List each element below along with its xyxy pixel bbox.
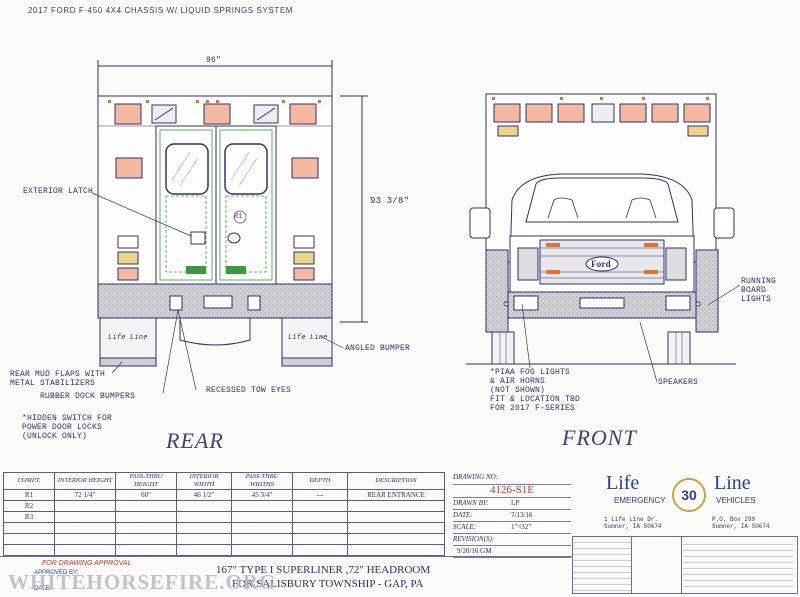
table-cell: 60"	[115, 489, 177, 501]
table-header: COMPT.	[3, 472, 55, 490]
callout-angled-bumper: ANGLED BUMPER	[345, 344, 411, 353]
title-block-footer: FOR DRAWING APPROVAL APPROVED BY: DATE: …	[0, 556, 800, 596]
rear-upper-light-center	[203, 103, 231, 125]
date-label: DATE:	[453, 511, 473, 519]
table-cell: 72 1/4"	[54, 489, 116, 501]
rear-upper-light-right	[289, 103, 317, 125]
table-cell: 46 1/2"	[176, 489, 232, 501]
ambulance-drawings	[91, 60, 741, 394]
footer-customer-line: FOR SALISBURY TOWNSHIP - GAP, PA	[232, 578, 424, 590]
table-row: R1 72 1/4" 60" 46 1/2" 45 3/4" --- REAR …	[3, 489, 445, 501]
callout-tow-eyes: RECESSED TOW EYES	[206, 386, 292, 395]
callout-mud-flaps-line1: REAR MUD FLAPS WITH	[10, 370, 106, 379]
callout-fog-lights-line3: (NOT SHOWN)	[490, 386, 546, 395]
approved-by-label: APPROVED BY:	[34, 570, 79, 576]
rear-width-dimension: 96"	[206, 56, 222, 65]
drawing-info-block: DRAWING NO: 4126-S1E DRAWN BY: LP DATE: 7/…	[453, 472, 571, 558]
callout-mud-flaps-line2: METAL STABILIZERS	[10, 379, 96, 388]
footer-vehicle-line: 167" TYPE I SUPERLINER ,72" HEADROOM	[216, 564, 431, 576]
rear-view-label: REAR	[166, 428, 224, 453]
table-header: DESCRIPTION	[347, 472, 445, 490]
approval-note: FOR DRAWING APPROVAL	[42, 560, 132, 567]
date-value: 7/13/16	[511, 511, 533, 519]
drawing-no-label: DRAWING NO:	[453, 473, 499, 481]
rear-mudflap-left	[99, 317, 157, 363]
anniversary-badge: 30	[672, 478, 706, 512]
callout-fog-lights-line5: FOR 2017 F-SERIES	[490, 404, 576, 413]
mudflap-logo-right: Life Line	[288, 334, 328, 342]
table-row: R2	[3, 500, 445, 512]
mirror-right	[713, 207, 735, 239]
callout-speakers: SPEAKERS	[658, 378, 699, 387]
revisions-value: 9/20/16 GM	[457, 547, 492, 555]
table-header: DEPTH	[292, 472, 348, 490]
callout-exterior-latch: EXTERIOR LATCH	[23, 187, 94, 196]
address-right-line1: P.O. Box 299	[712, 516, 756, 523]
drawing-title: 2017 FORD F-450 4X4 CHASSIS W/ LIQUID SP…	[28, 6, 294, 15]
drawn-by-value: LP	[511, 499, 520, 507]
compartment-r1-marker: R1	[234, 213, 243, 221]
drawn-by-label: DRAWN BY:	[453, 499, 489, 507]
callout-fog-lights-line2: & AIR HORNS	[490, 377, 546, 386]
company-name-right: Line	[714, 472, 751, 494]
compartment-spec-table: COMPT. INTERIOR HEIGHT PASS-THRU HEIGHT …	[3, 472, 445, 556]
rear-clearance-lights	[108, 100, 321, 103]
tire-right	[667, 331, 691, 365]
callout-running-lights-line3: LIGHTS	[741, 295, 772, 304]
callout-running-lights-line1: RUNNING	[741, 277, 777, 286]
company-logo-block: Life Line EMERGENCY VEHICLES 30 1 Life L…	[576, 468, 796, 536]
table-header-row: COMPT. INTERIOR HEIGHT PASS-THRU HEIGHT …	[3, 472, 445, 490]
table-header: PASS-THRU HEIGHT	[115, 472, 177, 490]
address-right-line2: Sumner, IA 50674	[712, 523, 770, 530]
front-view	[466, 93, 741, 383]
table-cell: R2	[3, 500, 55, 512]
address-left-line2: Sumner, IA 50674	[604, 523, 662, 530]
callout-fog-lights-line4: FIT & LOCATION TBD	[490, 395, 581, 404]
table-cell: R1	[3, 489, 55, 501]
table-header: PASS-THRU WIDTHS	[231, 472, 293, 490]
callout-dock-bumpers: RUBBER DOCK BUMPERS	[40, 392, 136, 401]
table-header: INTERIOR HEIGHT	[54, 472, 116, 490]
revisions-label: REVISION(S):	[453, 535, 495, 543]
scale-value: 1"=32"	[511, 523, 532, 531]
callout-hidden-switch-line3: (UNLOCK ONLY)	[22, 432, 88, 441]
watermark: WHITEHORSEFIRE.ORG	[8, 570, 277, 594]
callout-hidden-switch-line2: POWER DOOR LOCKS	[22, 423, 103, 432]
callout-running-lights-line2: BOARD	[741, 286, 767, 295]
front-view-label: FRONT	[562, 425, 637, 450]
table-cell: ---	[292, 489, 348, 501]
drawing-no-value: 4126-S1E	[453, 485, 571, 498]
front-light-bar	[493, 103, 711, 137]
company-name-left: Life	[606, 472, 640, 494]
disclaimer-box	[572, 536, 798, 594]
table-cell: R3	[3, 511, 55, 523]
scale-label: SCALE:	[453, 523, 476, 531]
ford-badge-text: Ford	[591, 259, 611, 269]
mudflap-logo-left: Life Line	[108, 334, 148, 342]
table-cell: 45 3/4"	[231, 489, 293, 501]
company-sub-right: VEHICLES	[716, 496, 756, 505]
address-left-line1: 1 Life Line Dr.	[604, 516, 659, 523]
company-sub-left: EMERGENCY	[614, 496, 666, 505]
table-cell: REAR ENTRANCE	[347, 489, 445, 501]
mirror-left	[469, 207, 491, 239]
table-row: R3	[3, 511, 445, 523]
rear-mudflap-right	[281, 317, 333, 363]
approval-date-label: DATE:	[34, 586, 52, 592]
rear-view	[91, 60, 368, 394]
rear-height-dimension: 93 3/8"	[370, 196, 410, 206]
exterior-latch	[190, 231, 206, 245]
callout-fog-lights-line1: *PIAA FOG LIGHTS	[490, 368, 571, 377]
callout-hidden-switch-line1: *HIDDEN SWITCH FOR	[22, 414, 113, 423]
ford-badge	[585, 256, 619, 272]
rear-upper-light-left	[114, 103, 142, 125]
table-header: INTERIOR WIDTH	[176, 472, 232, 490]
tire-left	[491, 331, 515, 365]
windshield	[525, 177, 679, 223]
